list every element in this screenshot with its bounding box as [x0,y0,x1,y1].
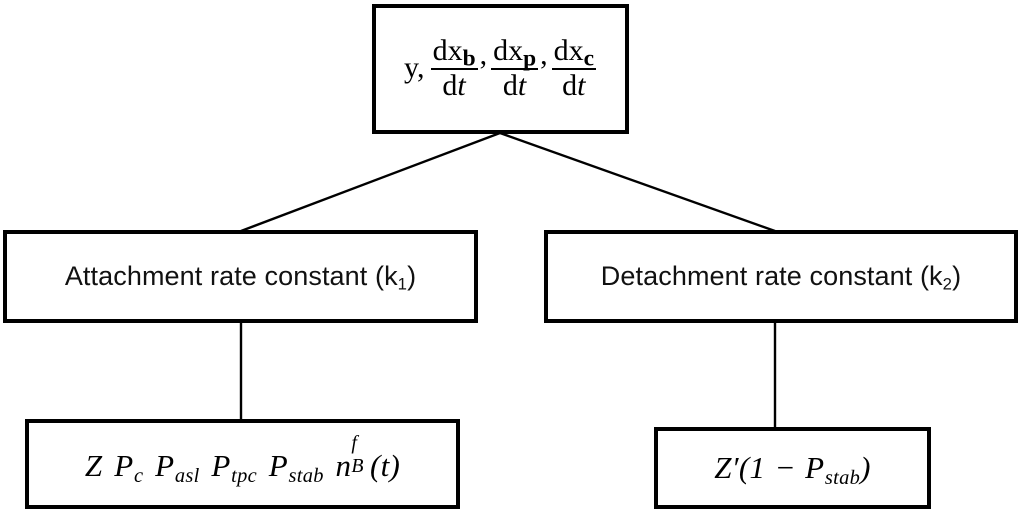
node-attachment-rate-constant[interactable]: Attachment rate constant (k1) [3,230,478,323]
term-Ptpc-subscript: tpc [231,464,257,487]
denominator-variable: t [457,69,466,102]
node-state-variables[interactable]: y, dxb dt , dxp dt , dxc dt [372,4,629,134]
detachment-label-tail: ) [952,261,962,291]
open-paren: ( [738,450,750,485]
numeral-one: 1 [749,450,766,485]
term-Pstab-base: P [805,450,825,485]
close-paren: ) [860,450,871,485]
fraction-denominator: dt [562,69,586,102]
detachment-label-subscript: 2 [942,274,953,294]
numerator-subscript: b [462,46,476,73]
term-Pc-subscript: c [133,464,144,487]
detachment-formula: Z′(1−Pstab) [714,450,871,490]
denominator-variable: t [577,69,586,102]
numerator-subscript: p [523,46,537,73]
fraction-dxp-dt: dxp dt [491,34,539,102]
term-Pc-base: P [114,447,134,483]
state-variables-expression: y, dxb dt , dxp dt , dxc dt [404,36,597,101]
detachment-label: Detachment rate constant (k2) [600,261,962,294]
fraction-dxb-dt: dxb dt [430,34,478,102]
attachment-label: Attachment rate constant (k1) [64,261,417,294]
term-nB-base: n [335,447,352,483]
denominator-variable: t [517,69,527,102]
term-Z-prime-base: Z [714,450,732,485]
fraction-denominator: dt [502,69,527,102]
term-Pstab-subscript: stab [288,464,324,487]
node-detachment-expression[interactable]: Z′(1−Pstab) [654,427,931,509]
edge-root-to-detachment [499,131,776,233]
term-Ptpc-base: P [211,447,231,483]
fraction-numerator: dxc [551,34,596,73]
term-nB-subscript: B [351,454,364,477]
minus-symbol: − [774,450,796,485]
term-Pasl-base: P [155,447,175,483]
term-nB-superscript: f [351,432,358,455]
node-detachment-rate-constant[interactable]: Detachment rate constant (k2) [544,230,1018,323]
attachment-label-subscript: 1 [397,274,408,294]
fraction-denominator: dt [442,69,466,102]
term-Z: Z [84,447,103,483]
lead-term: y, [404,51,425,84]
fraction-separator-2: , [540,38,548,72]
term-Pstab-subscript: stab [824,467,861,490]
fraction-numerator: dxp [491,34,539,73]
term-argument: (t) [369,447,401,483]
fraction-separator-1: , [479,38,488,72]
term-Pstab-base: P [268,447,288,483]
term-Pasl-subscript: asl [174,464,200,487]
fraction-dxc-dt: dxc dt [551,34,596,102]
numerator-subscript: c [583,46,594,73]
attachment-label-tail: ) [407,261,417,291]
prime-symbol: ′ [731,450,739,485]
edge-root-to-attachment [240,131,501,233]
fraction-numerator: dxb [430,34,478,73]
